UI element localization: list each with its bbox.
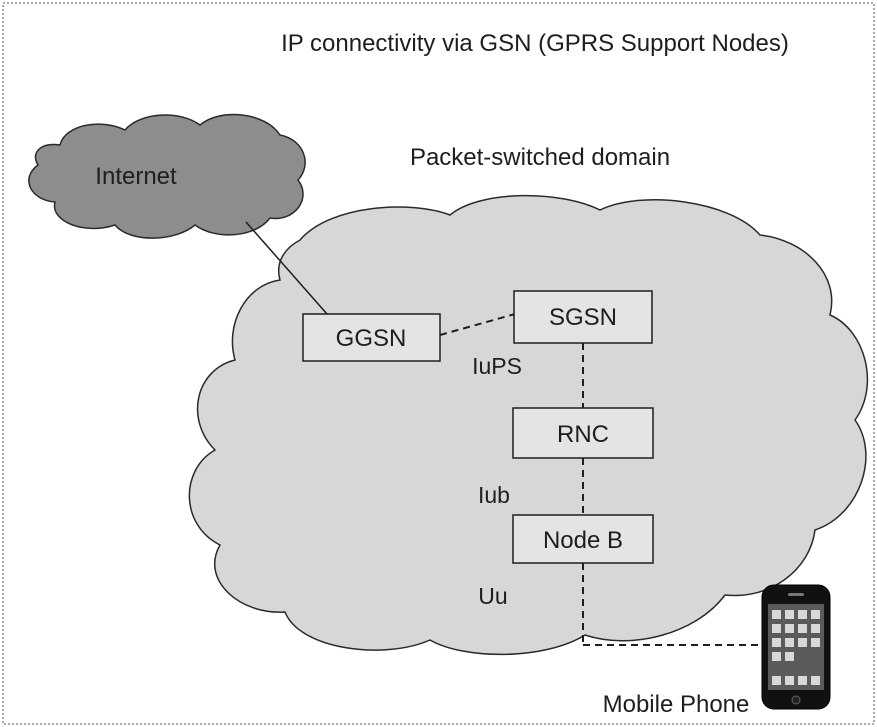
internet-label: Internet xyxy=(95,163,177,190)
uu-label: Uu xyxy=(478,583,507,609)
iub-label: Iub xyxy=(478,482,510,508)
mobile-phone-icon xyxy=(761,584,831,710)
rnc-label: RNC xyxy=(557,421,609,448)
sgsn-label: SGSN xyxy=(549,304,617,331)
diagram-title: IP connectivity via GSN (GPRS Support No… xyxy=(281,30,789,57)
nodeb-node: Node B xyxy=(512,514,654,564)
mobile-phone-label: Mobile Phone xyxy=(603,691,750,718)
iups-label: IuPS xyxy=(472,353,522,379)
sgsn-node: SGSN xyxy=(513,290,653,344)
ggsn-label: GGSN xyxy=(336,325,407,352)
internet-cloud xyxy=(28,113,306,239)
ggsn-node: GGSN xyxy=(302,313,441,362)
internet-ggsn-link xyxy=(245,221,328,315)
domain-label: Packet-switched domain xyxy=(410,144,670,171)
nodeb-label: Node B xyxy=(543,527,623,554)
rnc-node: RNC xyxy=(512,407,654,459)
ggsn-sgsn-link xyxy=(439,313,516,336)
